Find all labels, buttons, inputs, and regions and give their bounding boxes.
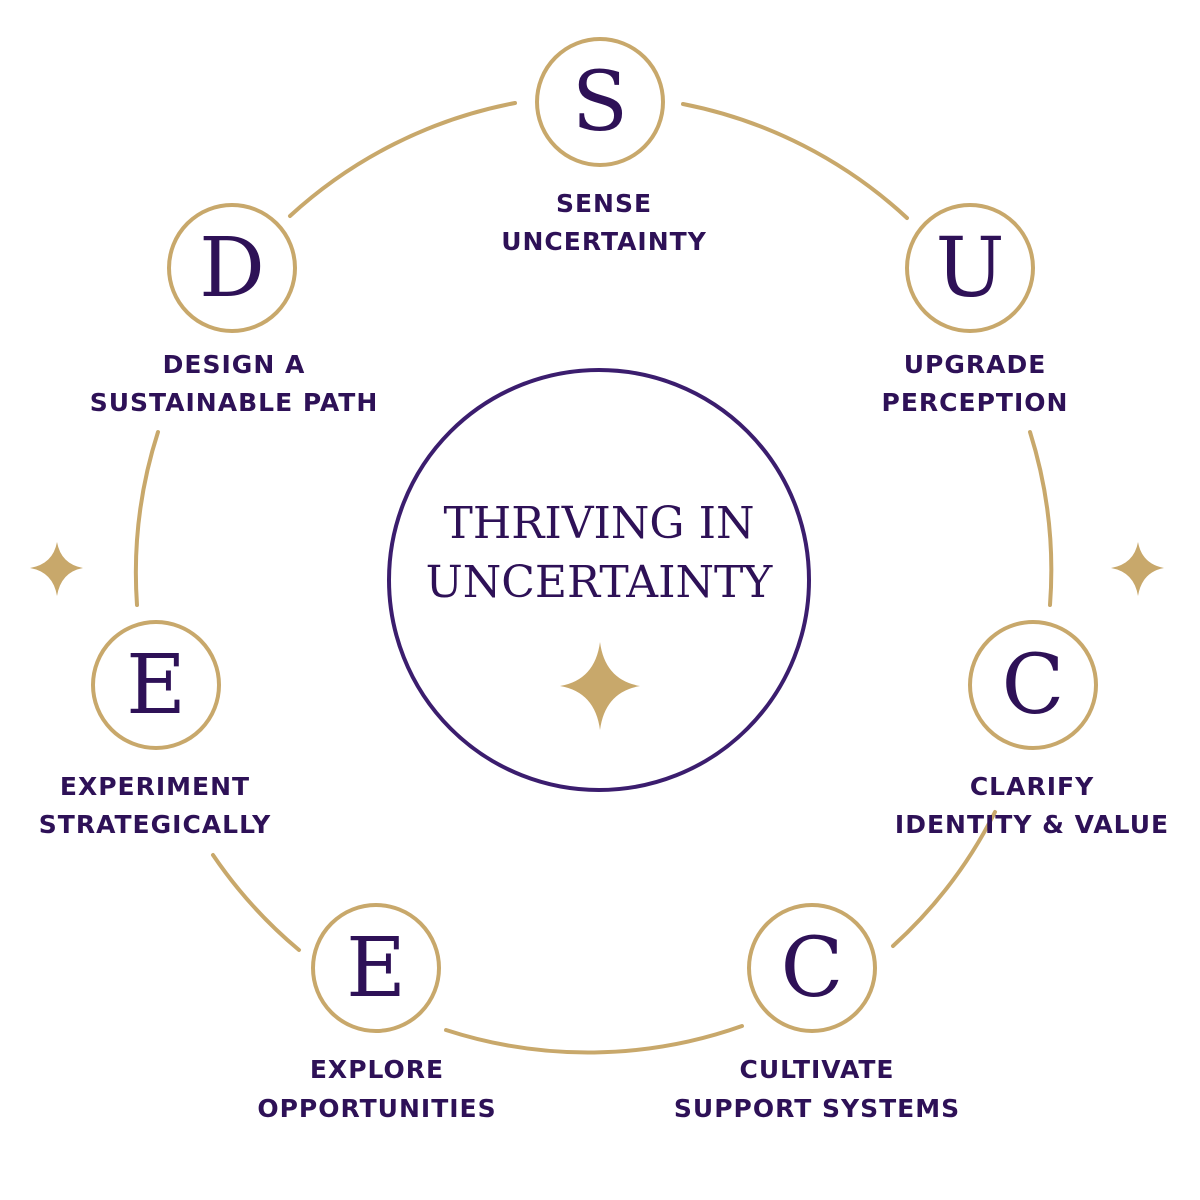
node-letter: E bbox=[126, 638, 186, 733]
center-title-line1: THRIVING IN bbox=[444, 498, 755, 549]
node-clarify: C CLARIFY IDENTITY & VALUE bbox=[895, 620, 1169, 839]
center-hub: THRIVING IN UNCERTAINTY bbox=[387, 368, 811, 792]
node-letter: U bbox=[935, 221, 1004, 316]
node-circle bbox=[167, 203, 297, 333]
node-label-line1: CLARIFY bbox=[970, 772, 1094, 801]
node-label-line1: EXPLORE bbox=[310, 1055, 444, 1084]
node-label-line1: UPGRADE bbox=[904, 350, 1047, 379]
node-design: D DESIGN A SUSTAINABLE PATH bbox=[90, 203, 379, 417]
node-explore: E EXPLORE OPPORTUNITIES bbox=[257, 903, 496, 1123]
node-label-line2: STRATEGICALLY bbox=[39, 810, 271, 839]
sparkle-star-icon bbox=[30, 542, 83, 596]
ring-arc-c-e bbox=[444, 1024, 744, 1055]
ring-arc-d-s bbox=[288, 101, 517, 218]
node-label-line2: SUSTAINABLE PATH bbox=[90, 388, 379, 417]
node-label-line1: EXPERIMENT bbox=[60, 772, 250, 801]
node-letter: E bbox=[346, 921, 406, 1016]
node-label-line2: IDENTITY & VALUE bbox=[895, 810, 1169, 839]
center-circle bbox=[387, 368, 811, 792]
ring-arc-e-e bbox=[211, 853, 301, 952]
node-circle bbox=[311, 903, 441, 1033]
node-label-line2: OPPORTUNITIES bbox=[257, 1094, 496, 1123]
ring-arc-c-c bbox=[891, 810, 997, 948]
node-circle bbox=[535, 37, 665, 167]
node-letter: S bbox=[572, 55, 628, 150]
node-label-line1: CULTIVATE bbox=[740, 1055, 895, 1084]
node-label-line1: DESIGN A bbox=[163, 350, 306, 379]
node-circle bbox=[905, 203, 1035, 333]
node-label-line2: UNCERTAINTY bbox=[501, 227, 707, 256]
node-letter: D bbox=[199, 221, 265, 316]
node-letter: C bbox=[1002, 638, 1065, 733]
center-title-line2: UNCERTAINTY bbox=[426, 557, 774, 608]
ring-arc-s-u bbox=[681, 102, 909, 220]
node-experiment: E EXPERIMENT STRATEGICALLY bbox=[39, 620, 271, 839]
node-circle bbox=[968, 620, 1098, 750]
sparkle-star-icon bbox=[1111, 542, 1164, 596]
node-circle bbox=[91, 620, 221, 750]
ring-arc-u-c bbox=[1028, 430, 1054, 607]
node-upgrade: U UPGRADE PERCEPTION bbox=[882, 203, 1069, 417]
node-circle bbox=[747, 903, 877, 1033]
outer-ring bbox=[133, 101, 1054, 1055]
sparkle-star-icon bbox=[560, 642, 640, 730]
node-label-line1: SENSE bbox=[556, 189, 652, 218]
node-letter: C bbox=[781, 921, 844, 1016]
node-label-line2: PERCEPTION bbox=[882, 388, 1069, 417]
node-cultivate: C CULTIVATE SUPPORT SYSTEMS bbox=[674, 903, 960, 1123]
node-label-line2: SUPPORT SYSTEMS bbox=[674, 1094, 960, 1123]
node-sense: S SENSE UNCERTAINTY bbox=[501, 37, 707, 256]
ring-arc-e-d bbox=[133, 430, 160, 607]
